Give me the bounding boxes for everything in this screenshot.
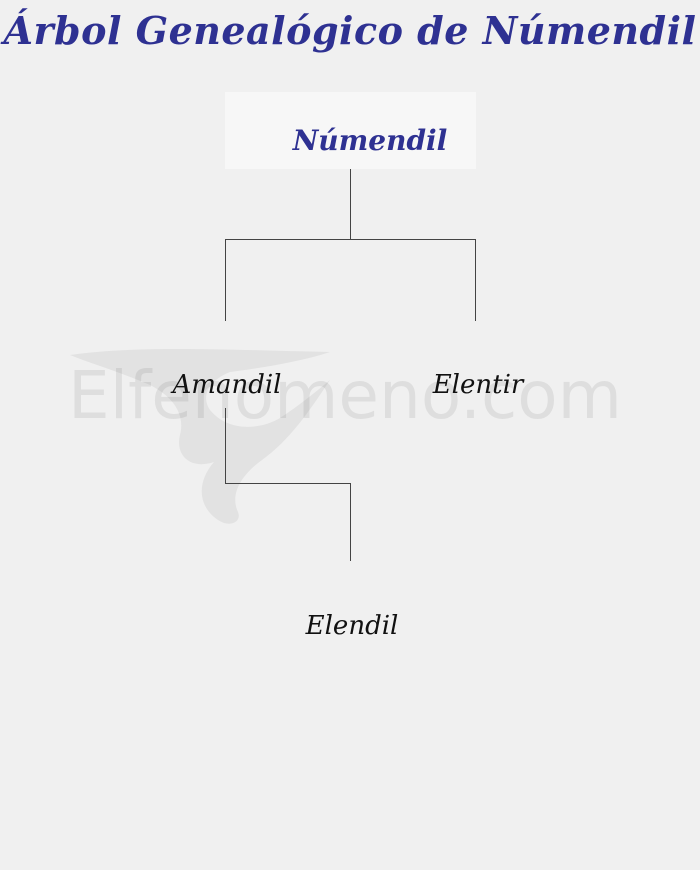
connector-to-grandchild-1 [350, 483, 351, 561]
page-title: Árbol Genealógico de Númendil [3, 8, 697, 53]
person-child-2: Elentir [432, 370, 524, 400]
connector-child-1-down [225, 408, 226, 484]
connector-to-child-2 [475, 239, 476, 321]
root-person-name: Númendil [292, 124, 448, 157]
connector-root-down [350, 169, 351, 240]
person-child-1: Amandil [172, 370, 282, 400]
connector-children-bar [225, 239, 476, 240]
connector-to-child-1 [225, 239, 226, 321]
person-grandchild-1: Elendil [305, 611, 399, 641]
connector-grandchild-bar [225, 483, 351, 484]
root-node-box [225, 92, 476, 169]
